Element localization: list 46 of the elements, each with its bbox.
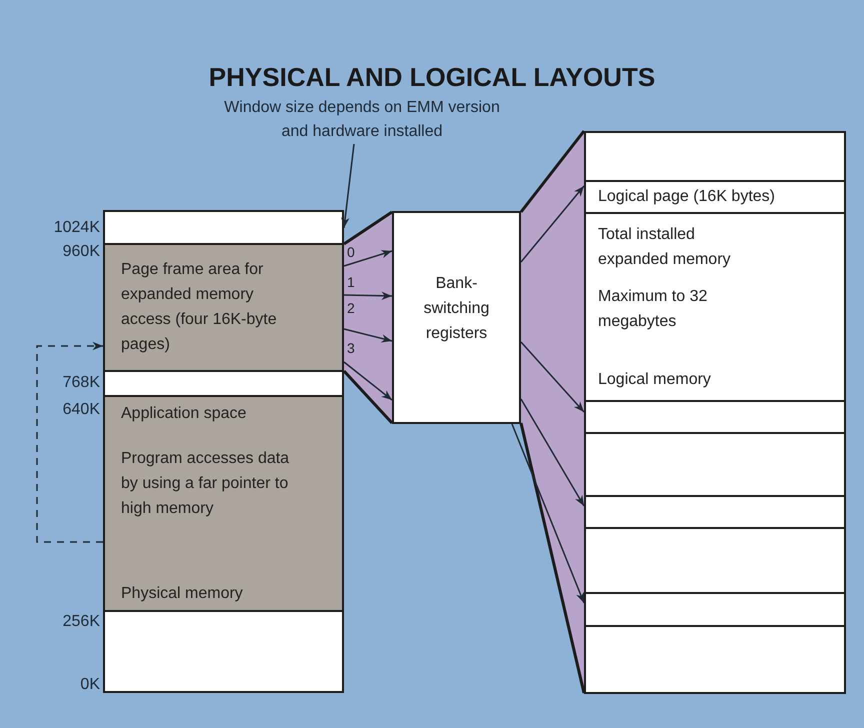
diagram-title: PHYSICAL AND LOGICAL LAYOUTS <box>208 61 656 94</box>
memory-block <box>584 400 846 434</box>
memory-block <box>584 212 846 402</box>
memory-block <box>584 131 846 182</box>
arrow <box>511 424 585 604</box>
address-label: 640K <box>62 401 100 419</box>
arrow <box>344 250 392 267</box>
memory-label: Application space <box>121 404 248 424</box>
edge-label: 3 <box>346 340 356 356</box>
arrow <box>520 398 585 506</box>
address-label: 960K <box>62 243 100 261</box>
address-label: 1024K <box>54 219 100 237</box>
memory-block <box>584 495 846 529</box>
edge-label: 0 <box>346 244 356 260</box>
arrow <box>344 292 392 300</box>
register-label: Bank-switching registers <box>422 274 490 344</box>
arrow <box>520 342 585 412</box>
memory-block <box>103 370 344 397</box>
memory-block <box>103 395 344 612</box>
edge-label: 1 <box>346 274 356 290</box>
edge-label: 2 <box>346 300 356 316</box>
annotation-text: Window size depends on EMM version and hardware installed <box>223 98 501 142</box>
arrow <box>341 144 355 228</box>
memory-label: Total installed expanded memory <box>598 225 732 270</box>
memory-block <box>584 432 846 497</box>
memory-label: Program accesses data by using a far pointer to high memory <box>121 449 290 519</box>
arrow <box>344 328 392 343</box>
memory-block <box>584 625 846 694</box>
arrow <box>520 186 585 262</box>
memory-block <box>103 210 344 245</box>
memory-label: Logical memory <box>598 370 712 390</box>
memory-row <box>584 180 846 214</box>
memory-label: Maximum to 32 megabytes <box>598 287 708 332</box>
memory-block <box>103 610 344 693</box>
address-label: 0K <box>80 676 100 694</box>
address-label: 768K <box>62 374 100 392</box>
memory-block <box>584 592 846 627</box>
memory-label: Page frame area for expanded memory access (four 16K-byte pages) <box>121 260 278 355</box>
memory-block <box>584 527 846 594</box>
memory-label: Logical page (16K bytes) <box>598 187 775 207</box>
memory-label: Physical memory <box>121 584 244 604</box>
register-box <box>392 211 521 424</box>
arrow <box>344 361 392 401</box>
dashed-arrow <box>36 342 103 543</box>
memory-block <box>103 243 344 372</box>
address-label: 256K <box>62 613 100 631</box>
